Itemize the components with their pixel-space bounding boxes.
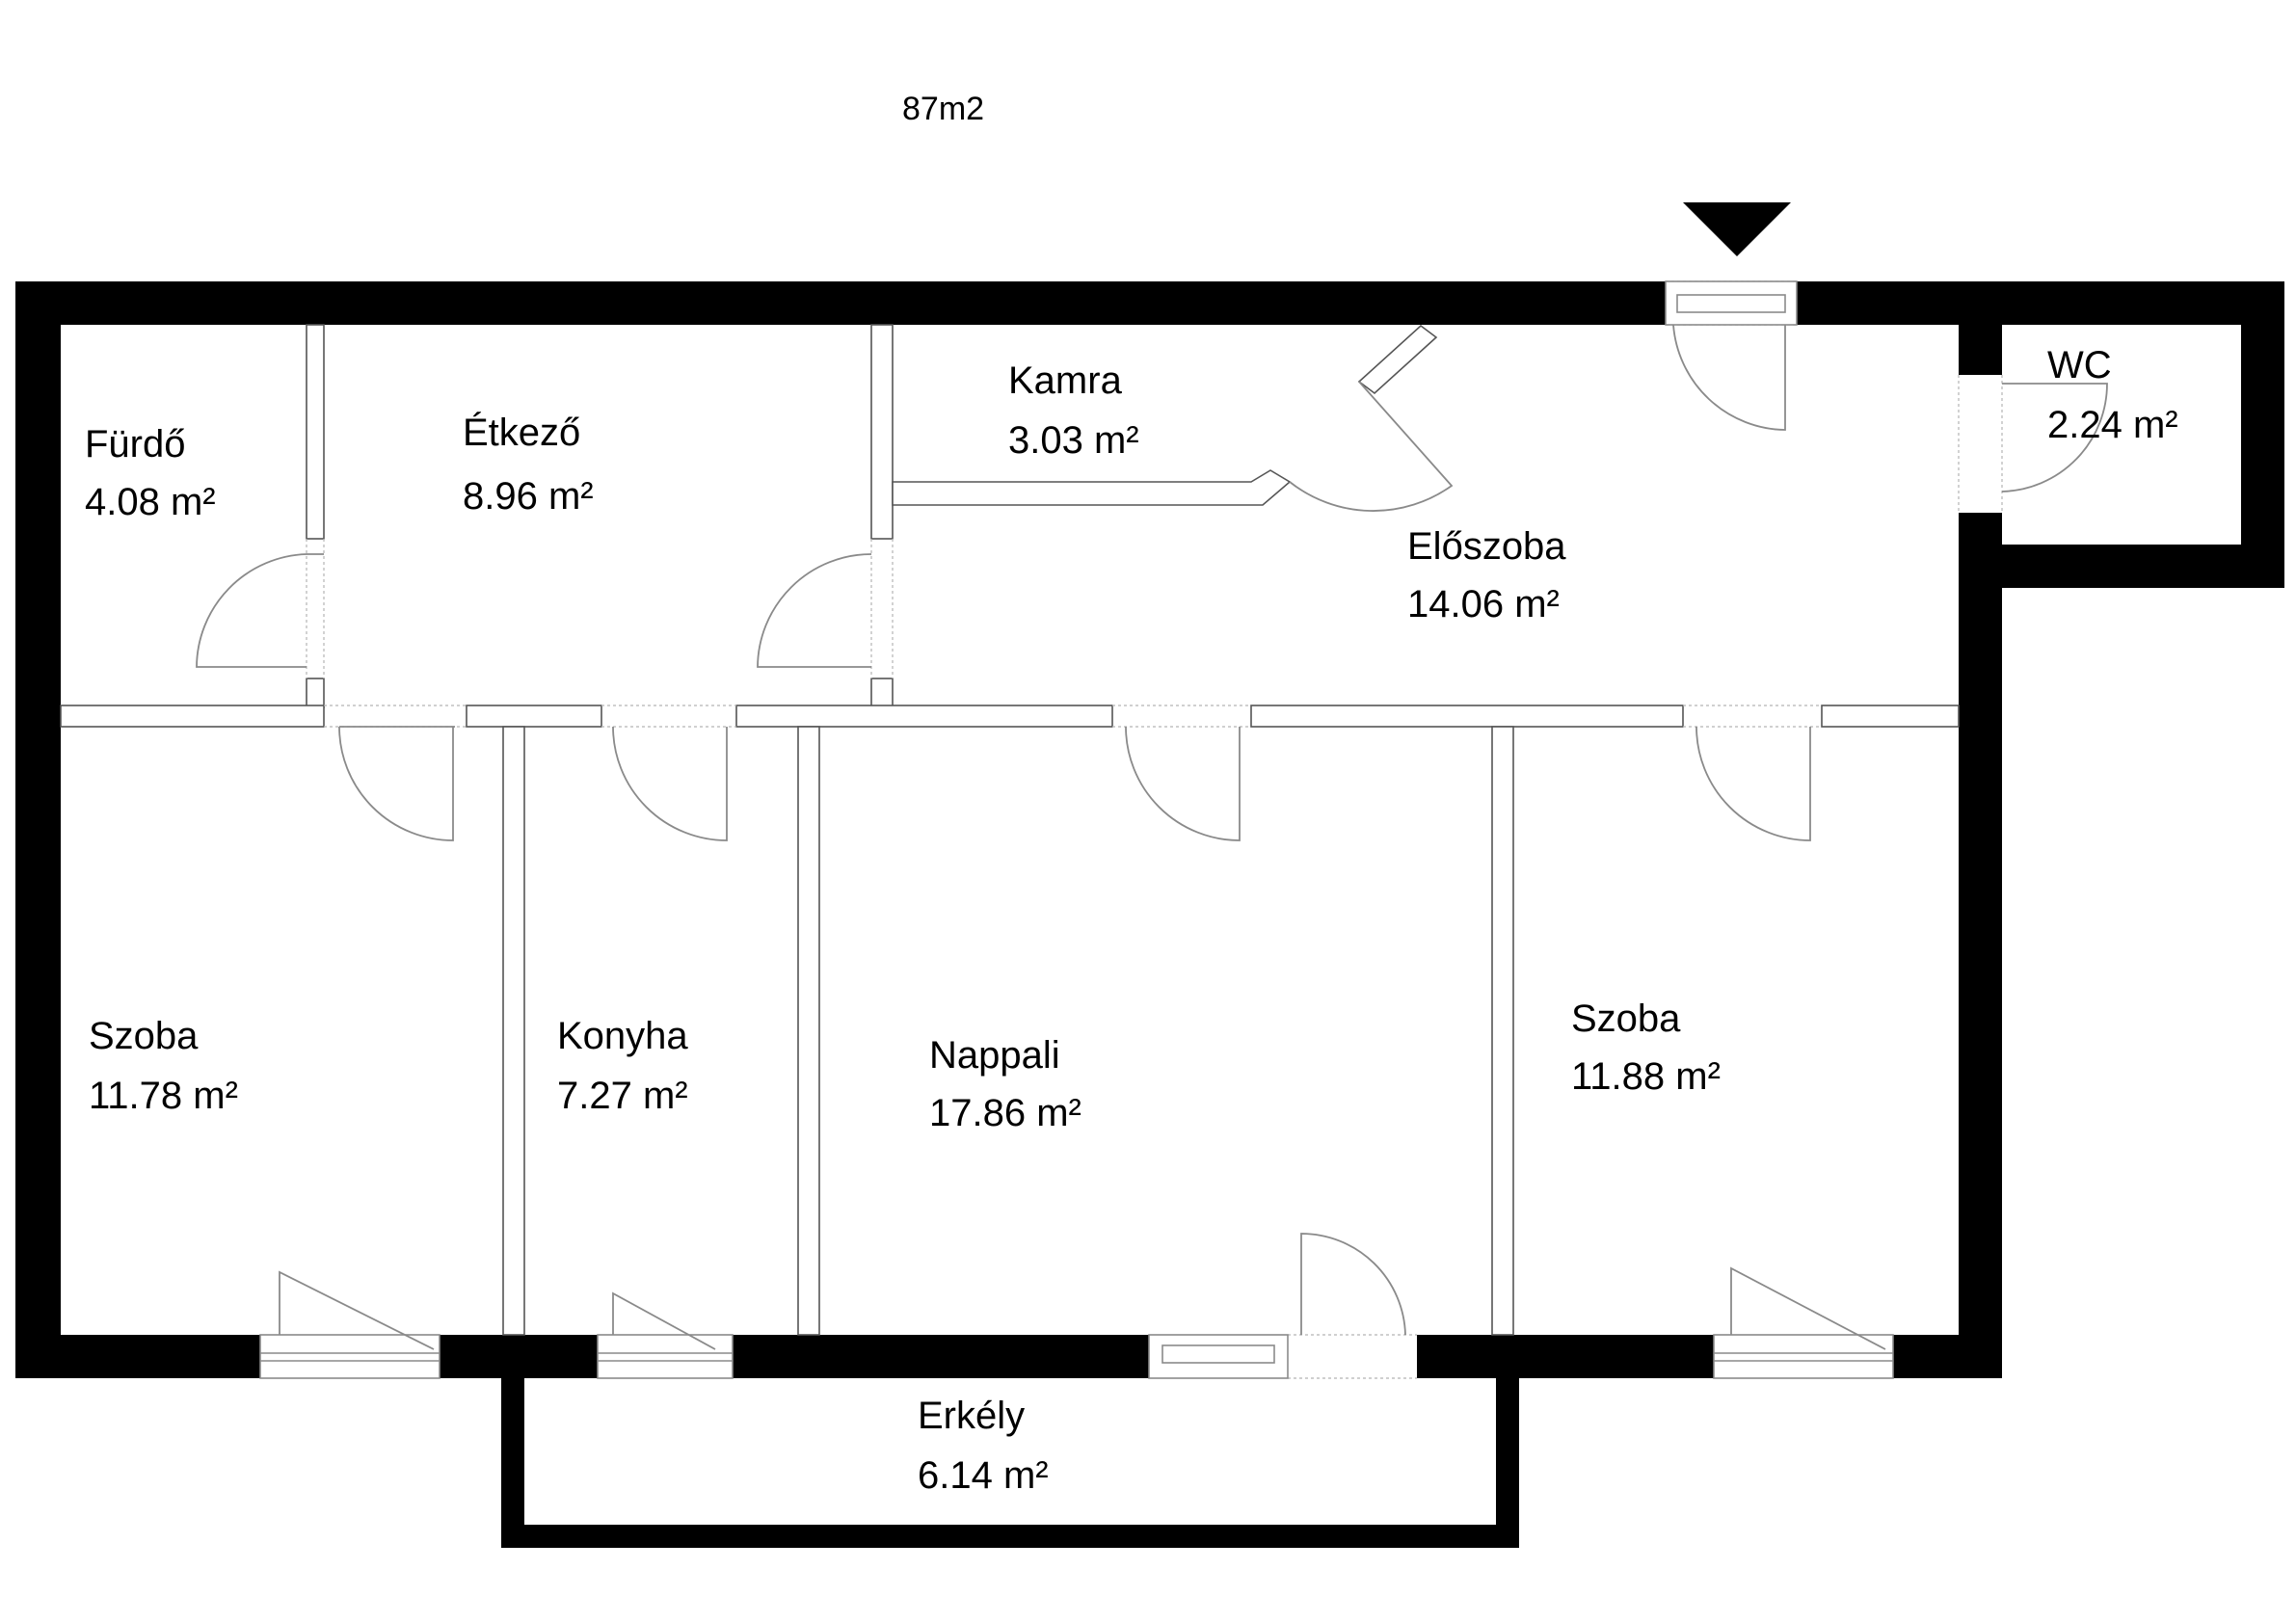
door-nappali-icon	[1125, 726, 1241, 841]
room-name-kamra: Kamra	[1008, 359, 1123, 402]
room-name-eloszoba: Előszoba	[1407, 525, 1566, 568]
room-area-konyha: 7.27 m²	[557, 1075, 688, 1117]
door-szoba2-icon	[1695, 726, 1811, 841]
room-name-etkezo: Étkező	[463, 411, 580, 454]
room-area-eloszoba: 14.06 m²	[1407, 583, 1560, 625]
outer-walls	[15, 281, 2284, 1548]
room-name-erkely: Erkély	[918, 1395, 1025, 1437]
room-area-szoba1: 11.78 m²	[89, 1075, 238, 1117]
room-area-etkezo: 8.96 m²	[463, 475, 594, 518]
room-name-nappali: Nappali	[929, 1034, 1060, 1077]
room-area-szoba2: 11.88 m²	[1571, 1055, 1721, 1098]
room-name-szoba2: Szoba	[1571, 998, 1681, 1040]
total-area-label: 87m2	[902, 91, 984, 127]
door-entrance-icon	[1672, 324, 1786, 431]
room-name-wc: WC	[2047, 344, 2112, 386]
door-balcony-icon	[1300, 1233, 1406, 1336]
room-name-konyha: Konyha	[557, 1015, 688, 1057]
door-etkezo-icon	[757, 553, 872, 668]
entrance-arrow-icon	[1683, 202, 1791, 256]
room-name-furdo: Fürdő	[85, 423, 186, 466]
door-wc-icon	[2001, 383, 2108, 492]
windows	[259, 280, 1894, 1379]
room-area-nappali: 17.86 m²	[929, 1092, 1081, 1134]
door-szoba1-icon	[338, 726, 455, 841]
door-konyha-icon	[612, 726, 728, 841]
door-furdo-icon	[196, 553, 307, 668]
door-swings	[196, 324, 2108, 1336]
room-area-kamra: 3.03 m²	[1008, 419, 1139, 462]
room-area-wc: 2.24 m²	[2047, 404, 2178, 446]
room-name-szoba1: Szoba	[89, 1015, 199, 1057]
room-area-erkely: 6.14 m²	[918, 1454, 1049, 1497]
room-area-furdo: 4.08 m²	[85, 481, 216, 523]
interior-walls	[60, 324, 1960, 1336]
door-kamra-icon	[1289, 381, 1454, 512]
